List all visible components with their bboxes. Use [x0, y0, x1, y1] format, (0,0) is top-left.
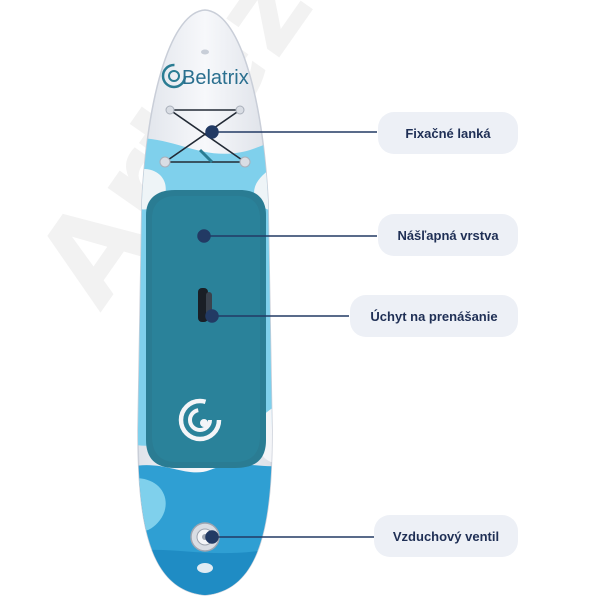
callout-label: Úchyt na prenášanie	[370, 308, 498, 324]
callout-label: Nášľapná vrstva	[397, 227, 499, 243]
brand-logo-icon	[161, 63, 187, 89]
brand-name: Belatrix	[182, 67, 249, 89]
marker-naslapna	[197, 229, 211, 243]
callout-naslapna-vrstva: Nášľapná vrstva	[378, 214, 518, 256]
callout-fixacne-lanka: Fixačné lanká	[378, 112, 518, 154]
marker-fixacne	[205, 125, 219, 139]
callout-vzduchovy-ventil: Vzduchový ventil	[374, 515, 518, 557]
callout-label: Vzduchový ventil	[392, 528, 500, 544]
marker-uchyt	[205, 309, 219, 323]
callout-uchyt: Úchyt na prenášanie	[350, 295, 518, 337]
spiral-logo-icon	[178, 398, 222, 442]
callout-label: Fixačné lanká	[405, 125, 491, 141]
marker-ventil	[205, 530, 219, 544]
